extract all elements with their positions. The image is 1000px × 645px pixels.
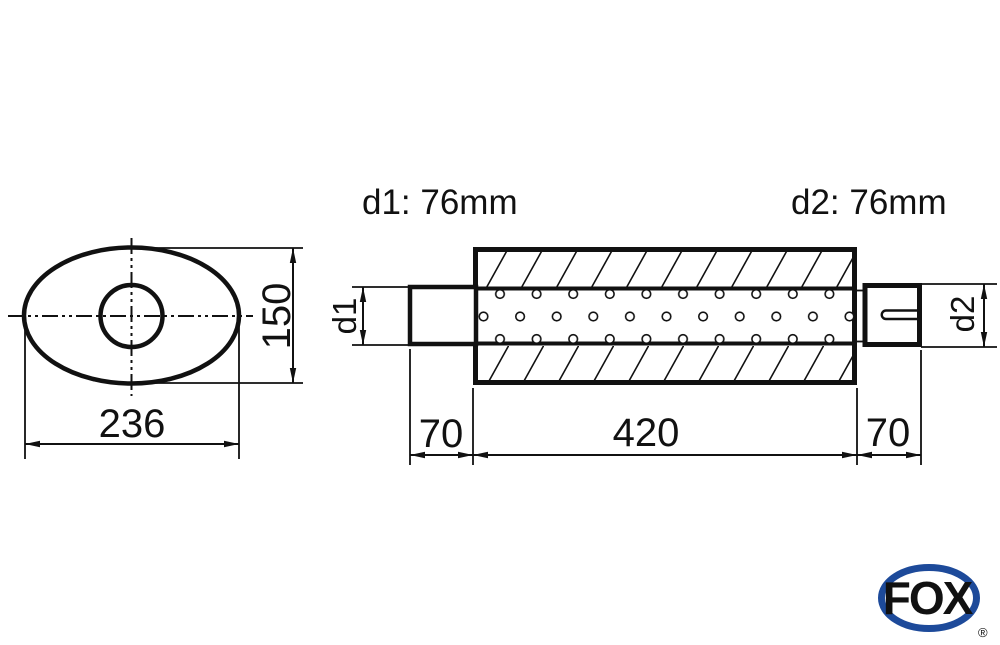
inlet-pipe (407, 284, 479, 347)
dimension-label-body-length: 420 (613, 411, 680, 455)
inner-pipe-hole (98, 282, 165, 350)
outlet-pipe-slot (880, 309, 919, 321)
dimension-label-inlet-length: 70 (419, 412, 464, 456)
dimension-label-height: 150 (255, 283, 299, 350)
outlet-pipe (862, 283, 922, 347)
dimension-label-outlet-length: 70 (866, 411, 911, 455)
dimension-label-d1: d1 (326, 298, 363, 335)
dimension-width: 236 (24, 320, 240, 459)
dimension-label-width: 236 (99, 402, 166, 446)
dimension-height: 150 (134, 247, 303, 384)
dimension-d1: d1 (326, 286, 410, 346)
dimension-d2: d2 (921, 283, 997, 348)
fox-logo: FOX ® (878, 564, 988, 640)
insulation-hatch-top (476, 250, 854, 287)
outlet-diameter-label: d2: 76mm (791, 183, 947, 222)
insulation-hatch-bottom (476, 346, 854, 383)
cross-section-view: 236 150 (8, 238, 303, 459)
registered-trademark-icon: ® (978, 625, 988, 640)
side-view: d1: 76mm d2: 76mm d1 d2 (326, 183, 997, 465)
dimension-label-d2: d2 (944, 296, 981, 333)
dimension-lengths: 70 420 70 (409, 349, 922, 465)
inlet-diameter-label: d1: 76mm (362, 183, 518, 222)
perforated-inner-tube (476, 289, 854, 343)
fox-logo-text: FOX (883, 572, 974, 624)
fox-logo-ellipse (878, 564, 980, 632)
outer-oval-shell (21, 245, 242, 386)
